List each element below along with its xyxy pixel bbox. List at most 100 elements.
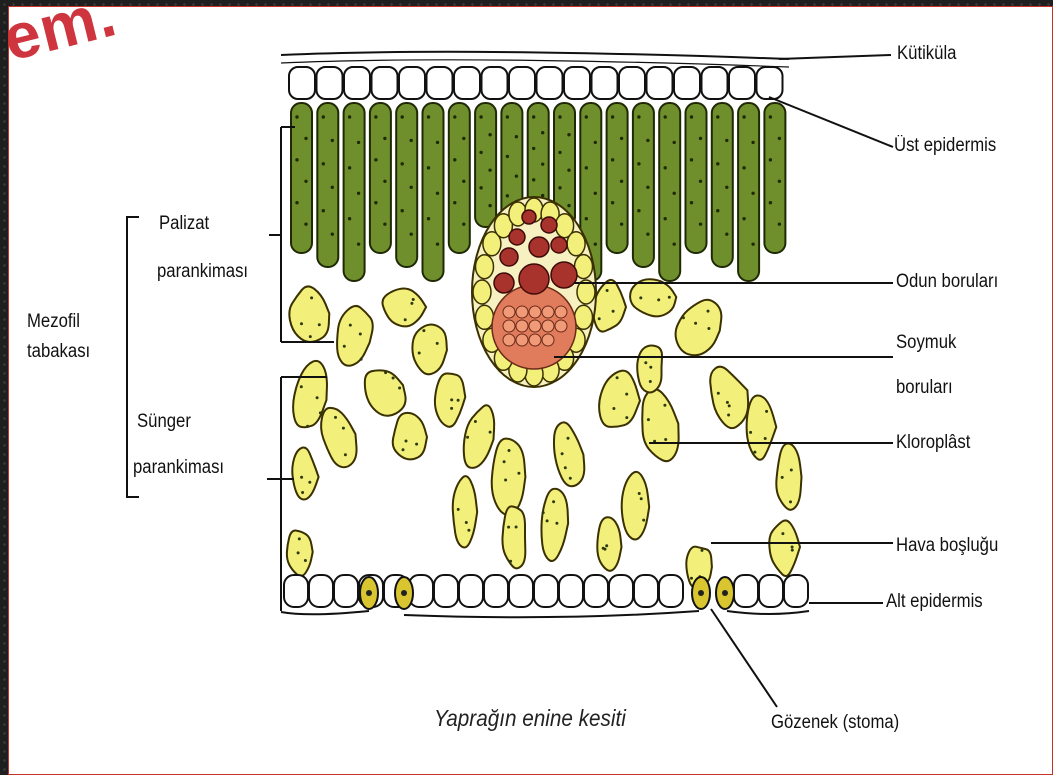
- phloem-cell: [555, 306, 567, 318]
- lower-epidermis-cell: [584, 575, 608, 607]
- xylem-vessel: [509, 229, 525, 245]
- cuticle-line: [281, 52, 789, 59]
- lower-epidermis-cell: [509, 575, 533, 607]
- label-hava-boslugu: Hava boşluğu: [896, 535, 998, 557]
- upper-epidermis-cell: [537, 67, 563, 99]
- slide: em. Kütiküla Üst epidermis Odun boruları…: [8, 6, 1053, 775]
- upper-epidermis-cell: [647, 67, 673, 99]
- lower-epidermis-cell: [459, 575, 483, 607]
- palisade-cell: [423, 103, 444, 281]
- pointer-ust-epidermis: [769, 97, 893, 147]
- phloem-cell: [516, 306, 528, 318]
- spongy-cell: [502, 506, 525, 568]
- palisade-cell: [712, 103, 733, 267]
- xylem-vessel: [494, 273, 514, 293]
- phloem-cell: [503, 306, 515, 318]
- lower-cuticle-mid: [404, 611, 699, 617]
- upper-epidermis-cell: [702, 67, 728, 99]
- lower-epidermis-cell: [634, 575, 658, 607]
- label-gozenek: Gözenek (stoma): [771, 712, 899, 734]
- spongy-cell: [538, 488, 571, 562]
- lower-epidermis-cell: [534, 575, 558, 607]
- lower-cuticle-left: [281, 611, 369, 614]
- bundle-sheath-cell: [567, 232, 585, 256]
- pointer-kutikula: [779, 55, 891, 59]
- phloem-cell: [529, 306, 541, 318]
- phloem-cell: [542, 320, 554, 332]
- label-odun-borulari: Odun boruları: [896, 271, 998, 293]
- cuticle-line-inner: [281, 60, 789, 67]
- upper-epidermis-cell: [372, 67, 398, 99]
- spongy-cell: [435, 373, 465, 426]
- lower-epidermis-cell: [784, 575, 808, 607]
- label-soymuk-line2: boruları: [896, 377, 953, 399]
- palisade-cell: [475, 103, 496, 227]
- spongy-cell: [747, 396, 777, 460]
- bundle-sheath-cell: [575, 305, 593, 329]
- palisade-cell: [659, 103, 680, 281]
- phloem-cell: [529, 320, 541, 332]
- palisade-cell: [396, 103, 417, 267]
- phloem-cell: [503, 320, 515, 332]
- lower-epidermis-cell: [759, 575, 783, 607]
- lower-epidermis-cell: [484, 575, 508, 607]
- label-sunger-line2: parankiması: [133, 457, 224, 479]
- upper-epidermis-cell: [344, 67, 370, 99]
- upper-epidermis-cell: [619, 67, 645, 99]
- spongy-cell: [636, 386, 685, 464]
- lower-epidermis-cell: [434, 575, 458, 607]
- xylem-vessel: [529, 237, 549, 257]
- spongy-cell: [622, 472, 650, 540]
- phloem-cell: [542, 334, 554, 346]
- palisade-cell: [449, 103, 470, 253]
- upper-epidermis-cell: [399, 67, 425, 99]
- label-sunger-line1: Sünger: [137, 411, 191, 433]
- lower-epidermis-cell: [609, 575, 633, 607]
- spongy-cell: [776, 444, 801, 510]
- spongy-cell: [318, 404, 361, 470]
- phloem-cell: [516, 320, 528, 332]
- bundle-sheath-cell: [473, 280, 491, 304]
- phloem-cell: [542, 306, 554, 318]
- palisade-cell: [764, 103, 785, 253]
- spongy-cell: [593, 280, 626, 332]
- figure-caption: Yaprağın enine kesiti: [434, 705, 626, 732]
- xylem-vessel: [551, 262, 577, 288]
- label-mezofil-line1: Mezofil: [27, 311, 80, 333]
- label-palizat-line1: Palizat: [159, 213, 209, 235]
- palisade-cell: [686, 103, 707, 253]
- lower-epidermis-cell: [309, 575, 333, 607]
- upper-epidermis-cell: [729, 67, 755, 99]
- upper-epidermis-cell: [454, 67, 480, 99]
- spongy-cell: [672, 295, 725, 359]
- lower-epidermis-cell: [734, 575, 758, 607]
- palisade-cell: [607, 103, 628, 253]
- label-kutikula: Kütiküla: [897, 43, 956, 65]
- upper-epidermis-cell: [289, 67, 315, 99]
- palisade-cell: [738, 103, 759, 281]
- lower-epidermis-cell: [659, 575, 683, 607]
- spongy-cell: [637, 346, 662, 393]
- spongy-cell: [769, 520, 800, 576]
- phloem-cell: [516, 334, 528, 346]
- upper-epidermis-cell: [564, 67, 590, 99]
- spongy-cell: [453, 476, 477, 547]
- palisade-cell: [317, 103, 338, 267]
- palisade-cell: [291, 103, 312, 253]
- lower-cuticle-right: [727, 611, 809, 614]
- phloem-cell: [529, 334, 541, 346]
- upper-epidermis-cell: [757, 67, 783, 99]
- palisade-cell: [370, 103, 391, 253]
- bundle-sheath-cell: [476, 305, 494, 329]
- xylem-vessel: [500, 248, 518, 266]
- xylem-vessel: [522, 210, 536, 224]
- lower-epidermis-cell: [559, 575, 583, 607]
- upper-epidermis-cell: [427, 67, 453, 99]
- spongy-cell: [327, 302, 380, 370]
- spongy-cell: [408, 322, 451, 377]
- phloem-cell: [503, 334, 515, 346]
- spongy-cell: [287, 531, 313, 577]
- spongy-cell: [393, 413, 427, 459]
- pointer-gozenek: [711, 609, 777, 707]
- upper-epidermis-cell: [317, 67, 343, 99]
